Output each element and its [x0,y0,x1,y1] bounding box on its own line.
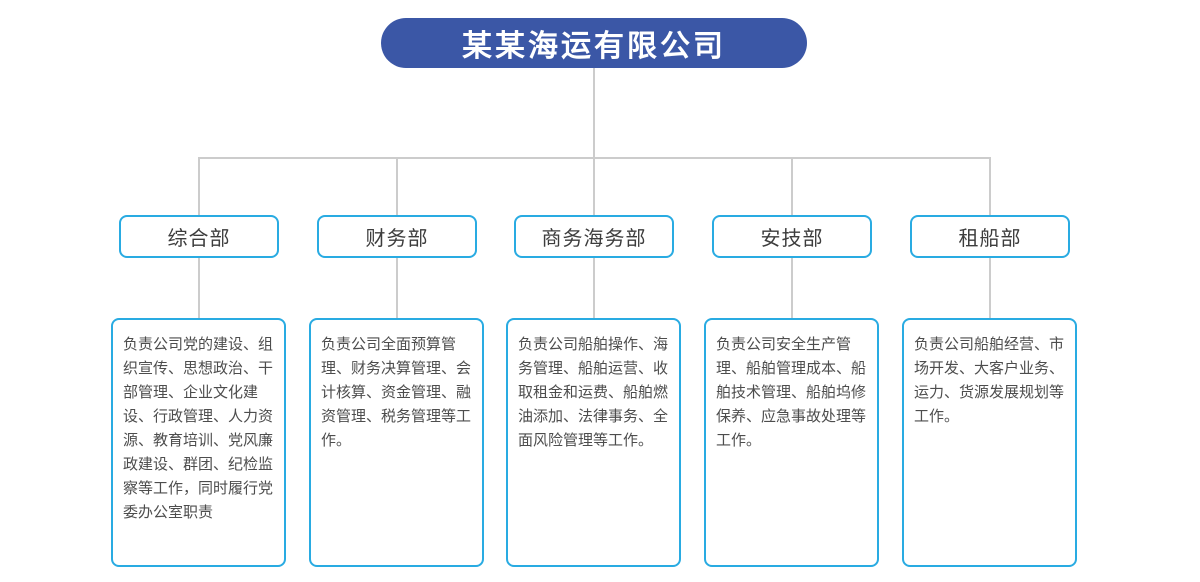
connector-root-stem [593,68,595,157]
connector-drop [198,159,200,215]
dept-node-chartering: 租船部 [910,215,1070,258]
connector-drop [396,258,398,318]
connector-drop [593,159,595,215]
connector-drop [989,258,991,318]
connector-drop [593,258,595,318]
dept-node-safety-tech: 安技部 [712,215,872,258]
dept-desc-commerce-maritime: 负责公司船舶操作、海务管理、船舶运营、收取租金和运费、船舶燃油添加、法律事务、全… [506,318,681,567]
dept-desc-general: 负责公司党的建设、组织宣传、思想政治、干部管理、企业文化建设、行政管理、人力资源… [111,318,286,567]
dept-node-commerce-maritime: 商务海务部 [514,215,674,258]
connector-drop [791,258,793,318]
connector-horizontal [198,157,991,159]
dept-node-finance: 财务部 [317,215,477,258]
dept-desc-finance: 负责公司全面预算管理、财务决算管理、会计核算、资金管理、融资管理、税务管理等工作… [309,318,484,567]
dept-node-general: 综合部 [119,215,279,258]
company-root-node: 某某海运有限公司 [381,18,807,68]
connector-drop [396,159,398,215]
dept-desc-chartering: 负责公司船舶经营、市场开发、大客户业务、运力、货源发展规划等工作。 [902,318,1077,567]
connector-drop [198,258,200,318]
connector-drop [989,159,991,215]
connector-drop [791,159,793,215]
dept-desc-safety-tech: 负责公司安全生产管理、船舶管理成本、船舶技术管理、船舶坞修保养、应急事故处理等工… [704,318,879,567]
